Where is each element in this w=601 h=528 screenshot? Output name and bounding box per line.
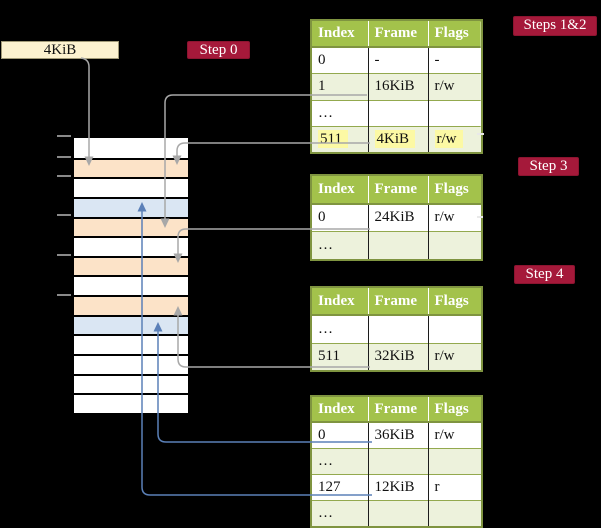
table-cell: 32KiB [368, 342, 429, 371]
table-cell [428, 500, 482, 527]
table-cell [428, 99, 482, 127]
table-cell: 0 [311, 421, 369, 449]
table-cell: … [311, 231, 369, 260]
step-label-1-2: Steps 1&2 [513, 16, 597, 36]
memory-cell-free [74, 393, 188, 413]
table-cell [368, 447, 429, 475]
table-cell: … [311, 99, 369, 127]
table-row: … [311, 99, 482, 127]
table-cell: - [368, 46, 429, 74]
table-cell [368, 500, 429, 527]
column-header-frame: Frame [368, 287, 429, 316]
step-label-3: Step 3 [518, 157, 579, 176]
memory-cell-page [74, 314, 188, 335]
step-label-4: Step 4 [514, 265, 575, 284]
table-cell: r [428, 473, 482, 501]
table-cell: r/w [428, 421, 482, 449]
table-cell: 127 [311, 473, 369, 501]
highlighted-value: 511 [318, 130, 348, 148]
physical-memory-column [72, 136, 190, 415]
table-row: 511 4KiB r/w [311, 126, 482, 153]
memory-cell-free [74, 236, 188, 256]
memory-cell-table [74, 295, 188, 315]
table-row: … [311, 447, 482, 475]
memory-cell-free [74, 354, 188, 374]
table-cell: 511 [311, 342, 369, 371]
column-header-frame: Frame [368, 20, 429, 48]
column-header-index: Index [311, 175, 369, 205]
table-row: 0-- [311, 46, 482, 74]
highlighted-value: 4KiB [374, 130, 416, 148]
table-cell: r/w [428, 126, 482, 153]
memory-cell-table [74, 255, 188, 276]
table-row: … [311, 500, 482, 527]
table-cell: 36KiB [368, 421, 429, 449]
table-cell [428, 231, 482, 260]
table-row: … [311, 314, 482, 343]
table-row: … [311, 231, 482, 260]
highlighted-value: r/w [434, 130, 463, 148]
table-cell: … [311, 500, 369, 527]
table-cell: r/w [428, 202, 482, 232]
table-cell: 0 [311, 46, 369, 74]
memory-cell-free [74, 334, 188, 355]
table-cell: 16KiB [368, 73, 429, 100]
table-cell: 4KiB [368, 126, 429, 153]
memory-cell-free [74, 373, 188, 394]
table-cell [428, 314, 482, 343]
frame-address-label: 4KiB [1, 41, 119, 59]
table-cell: 24KiB [368, 202, 429, 232]
table-cell [368, 231, 429, 260]
table-cell: 1 [311, 73, 369, 100]
table-cell: 511 [311, 126, 369, 153]
table-cell: 12KiB [368, 473, 429, 501]
table-cell: - [428, 46, 482, 74]
table-cell [428, 447, 482, 475]
memory-cell-table [74, 157, 188, 178]
table-cell: … [311, 447, 369, 475]
table-cell [368, 99, 429, 127]
table-cell: r/w [428, 73, 482, 100]
table-cell: … [311, 314, 369, 343]
table-cell: r/w [428, 342, 482, 371]
column-header-flags: Flags [428, 287, 482, 316]
memory-cell-free [74, 138, 188, 158]
column-header-flags: Flags [428, 20, 482, 48]
column-header-frame: Frame [368, 396, 429, 423]
memory-cell-page [74, 196, 188, 217]
column-header-flags: Flags [428, 396, 482, 423]
column-header-index: Index [311, 396, 369, 423]
memory-cell-table [74, 216, 188, 237]
table-cell: 0 [311, 202, 369, 232]
column-header-flags: Flags [428, 175, 482, 205]
column-header-index: Index [311, 20, 369, 48]
step-label-0: Step 0 [187, 41, 250, 59]
memory-address-ticks [57, 135, 71, 296]
column-header-index: Index [311, 287, 369, 316]
table-cell [368, 314, 429, 343]
column-header-frame: Frame [368, 175, 429, 205]
memory-cell-free [74, 275, 188, 296]
memory-cell-free [74, 177, 188, 197]
